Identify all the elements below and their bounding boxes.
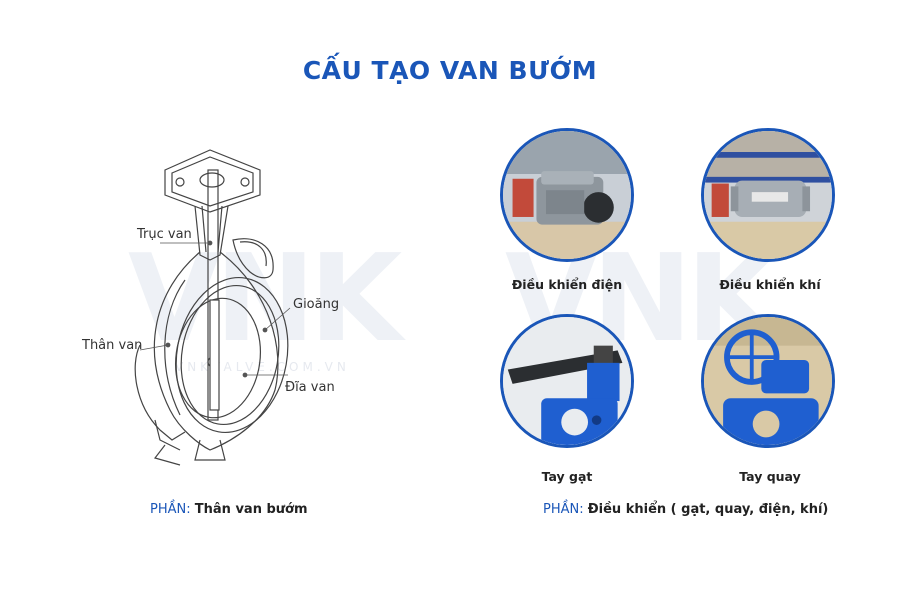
label-body: Thân van (82, 338, 143, 353)
right-caption-prefix: PHẦN: (543, 502, 584, 517)
page-title: CẤU TẠO VAN BƯỚM (302, 56, 598, 85)
label-gear-handwheel: Tay quay (739, 469, 801, 484)
right-caption: PHẦN: Điều khiển ( gạt, quay, điện, khí) (543, 502, 828, 517)
left-caption-prefix: PHẦN: (150, 502, 191, 517)
left-caption-text: Thân van bướm (194, 502, 308, 517)
label-seal: Gioăng (293, 297, 340, 312)
label-lever-handle: Tay gạt (541, 469, 593, 484)
label-electric-actuator: Điều khiển điện (511, 277, 623, 292)
right-caption-text: Điều khiển ( gạt, quay, điện, khí) (587, 502, 829, 517)
left-caption: PHẦN: Thân van bướm (150, 502, 308, 517)
label-disc: Đĩa van (285, 380, 335, 395)
label-pneumatic-actuator: Điều khiển khí (719, 277, 821, 292)
photo-electric-actuator (500, 128, 634, 262)
photo-gear-handwheel (701, 314, 835, 448)
photo-pneumatic-actuator (701, 128, 835, 262)
photo-lever-handle (500, 314, 634, 448)
label-shaft: Trục van (137, 227, 192, 242)
butterfly-valve-diagram (134, 149, 291, 466)
